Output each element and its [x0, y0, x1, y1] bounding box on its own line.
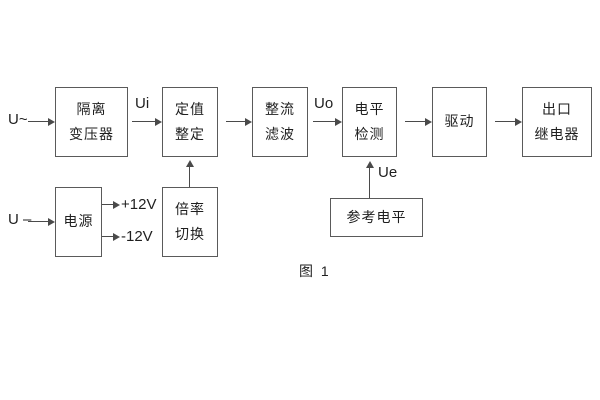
- block-driver: 驱动: [432, 87, 487, 157]
- label-minus-12v: -12V: [121, 228, 153, 245]
- label-uo: Uo: [314, 95, 334, 112]
- block-label: 整定: [175, 125, 205, 142]
- arrow-minus-12v: [102, 232, 120, 241]
- block-label: 继电器: [534, 125, 580, 142]
- label-ac-input: U~: [8, 111, 28, 128]
- arrow-plus-12v: [102, 200, 120, 209]
- arrow-filter-to-detector: [313, 117, 342, 126]
- block-rectifier-filter: 整流 滤波: [252, 87, 308, 157]
- block-isolation-transformer: 隔离 变压器: [55, 87, 128, 157]
- label-dc-input: U –: [8, 211, 32, 228]
- block-label: 切换: [175, 225, 205, 242]
- block-label: 倍率: [175, 200, 205, 217]
- label-ui: Ui: [135, 95, 150, 112]
- arrow-driver-to-relay: [495, 117, 522, 126]
- block-label: 隔离: [76, 100, 107, 117]
- block-value-setting: 定值 整定: [162, 87, 218, 157]
- arrow-ac-input: [28, 117, 55, 126]
- block-level-detector: 电平 检测: [342, 87, 397, 157]
- arrow-setting-to-filter: [226, 117, 252, 126]
- block-output-relay: 出口 继电器: [522, 87, 592, 157]
- arrow-transformer-to-setting: [132, 117, 162, 126]
- block-power-supply: 电源: [55, 187, 102, 257]
- arrow-ratio-to-setting: [185, 160, 194, 187]
- block-label: 电源: [63, 213, 94, 230]
- block-reference-level: 参考电平: [330, 198, 423, 237]
- block-label: 检测: [354, 125, 385, 142]
- block-ratio-switch: 倍率 切换: [162, 187, 218, 257]
- block-label: 变压器: [69, 125, 114, 142]
- block-label: 电平: [354, 100, 385, 117]
- block-label: 定值: [175, 100, 205, 117]
- arrow-dc-input: [28, 217, 55, 226]
- figure-caption: 图 1: [299, 263, 331, 279]
- label-ue: Ue: [378, 164, 398, 181]
- block-label: 出口: [542, 100, 572, 117]
- block-label: 参考电平: [346, 208, 407, 225]
- block-label: 驱动: [444, 113, 475, 130]
- arrow-detector-to-driver: [405, 117, 432, 126]
- block-label: 整流: [265, 100, 295, 117]
- label-plus-12v: +12V: [121, 196, 157, 213]
- block-label: 滤波: [265, 125, 295, 142]
- arrow-reference-to-detector: [365, 161, 374, 198]
